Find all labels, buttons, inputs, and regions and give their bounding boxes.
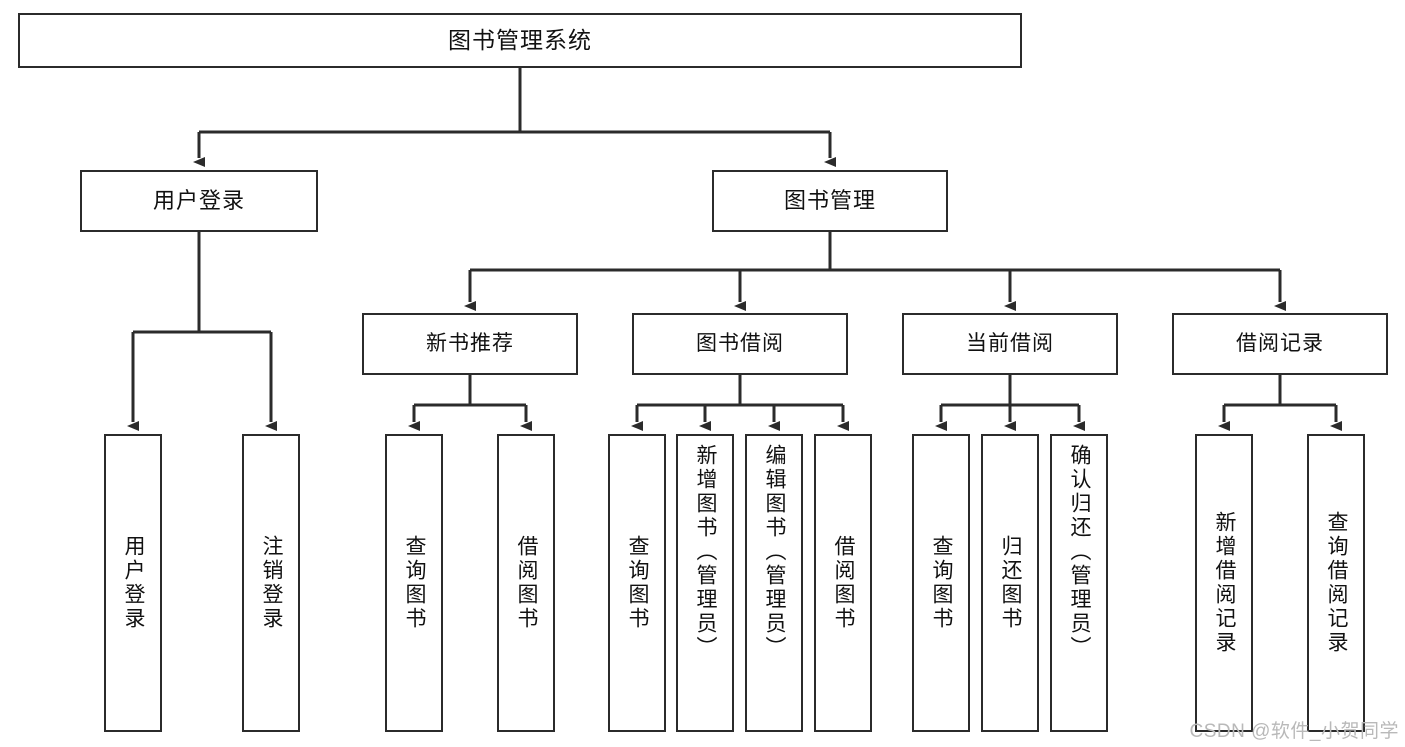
leaf-current-query-book[interactable]: 查询图书 [912,434,970,732]
leaf-return-book-label: 归还图书 [999,535,1023,631]
leaf-recommend-borrow-book-label: 借阅图书 [515,535,539,631]
leaf-borrow-book[interactable]: 借阅图书 [814,434,872,732]
node-new-book-recommend-label: 新书推荐 [426,331,514,355]
leaf-query-borrow-record-label: 查询借阅记录 [1325,511,1349,655]
leaf-logout-label: 注销登录 [260,535,284,631]
leaf-user-login[interactable]: 用户登录 [104,434,162,732]
leaf-confirm-return-admin[interactable]: 确认归还（管理员） [1050,434,1108,732]
leaf-edit-book-admin[interactable]: 编辑图书（管理员） [745,434,803,732]
leaf-return-book[interactable]: 归还图书 [981,434,1039,732]
leaf-query-borrow-record[interactable]: 查询借阅记录 [1307,434,1365,732]
node-borrow-record[interactable]: 借阅记录 [1172,313,1388,375]
watermark: CSDN @软件_小贺同学 [1189,721,1399,742]
leaf-recommend-borrow-book[interactable]: 借阅图书 [497,434,555,732]
node-current-borrow[interactable]: 当前借阅 [902,313,1118,375]
node-book-borrow[interactable]: 图书借阅 [632,313,848,375]
leaf-add-book-admin[interactable]: 新增图书（管理员） [676,434,734,732]
node-root-label: 图书管理系统 [448,27,592,54]
leaf-recommend-query-book-label: 查询图书 [403,535,427,631]
leaf-borrow-query-book-label: 查询图书 [626,535,650,631]
node-root[interactable]: 图书管理系统 [18,13,1022,68]
node-new-book-recommend[interactable]: 新书推荐 [362,313,578,375]
node-book-borrow-label: 图书借阅 [696,331,784,355]
node-book-management[interactable]: 图书管理 [712,170,948,232]
node-user-login[interactable]: 用户登录 [80,170,318,232]
node-borrow-record-label: 借阅记录 [1236,331,1324,355]
leaf-add-borrow-record-label: 新增借阅记录 [1213,511,1237,655]
leaf-add-borrow-record[interactable]: 新增借阅记录 [1195,434,1253,732]
leaf-borrow-book-label: 借阅图书 [832,535,856,631]
leaf-current-query-book-label: 查询图书 [930,535,954,631]
node-user-login-label: 用户登录 [152,188,245,214]
node-current-borrow-label: 当前借阅 [966,331,1054,355]
leaf-user-login-label: 用户登录 [122,535,146,631]
leaf-logout[interactable]: 注销登录 [242,434,300,732]
leaf-borrow-query-book[interactable]: 查询图书 [608,434,666,732]
node-book-management-label: 图书管理 [783,188,876,214]
leaf-confirm-return-admin-label: 确认归还（管理员） [1068,444,1092,660]
leaf-recommend-query-book[interactable]: 查询图书 [385,434,443,732]
leaf-edit-book-admin-label: 编辑图书（管理员） [763,444,787,660]
leaf-add-book-admin-label: 新增图书（管理员） [694,444,718,660]
